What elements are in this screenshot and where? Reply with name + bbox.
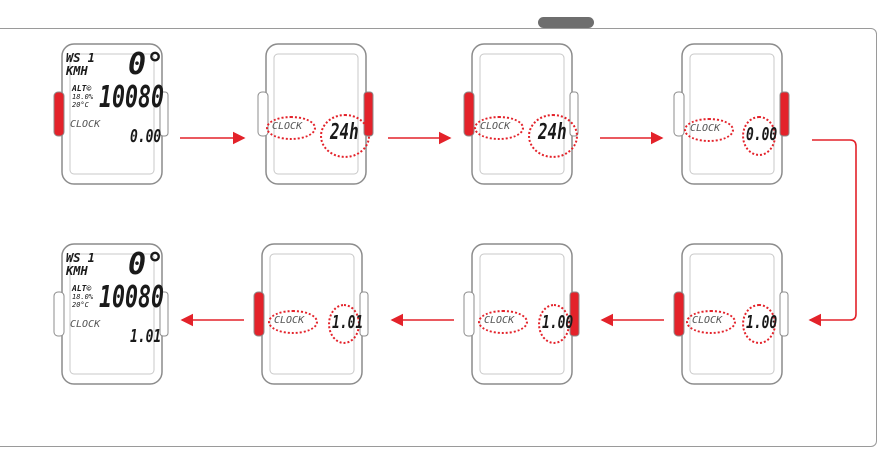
device-screen-4: CLOCK 0.00: [668, 38, 790, 192]
blink-highlight: [328, 304, 360, 344]
clock-hour-value: 0.00: [746, 124, 778, 145]
device-screen-1: WS 1 KMH 0° ALT© 18.0% 20°C 10080 CLOCK …: [48, 38, 170, 192]
left-button: [257, 91, 269, 137]
device-screen-7: CLOCK 1.01: [248, 238, 370, 392]
percent-label: 18.0%: [72, 93, 94, 101]
unit-label: KMH: [66, 64, 88, 78]
ws-label: WS 1: [66, 51, 95, 65]
clock-label: CLOCK: [70, 319, 101, 330]
top-big-value: 0°: [128, 247, 165, 282]
blink-highlight: [742, 116, 776, 156]
main-value: 10080: [99, 280, 165, 315]
device-body: [673, 243, 789, 385]
device-screen-6: CLOCK 1.00: [458, 238, 580, 392]
left-button: [463, 291, 475, 337]
unit-label: KMH: [66, 264, 88, 278]
blink-highlight: [266, 116, 316, 140]
ws-label: WS 1: [66, 251, 95, 265]
clock-label: CLOCK: [484, 315, 515, 326]
clock-label: CLOCK: [690, 123, 721, 134]
right-button: [779, 291, 789, 337]
right-button: [359, 291, 369, 337]
clock-label: CLOCK: [692, 315, 723, 326]
device-body: [257, 43, 374, 185]
top-big-value: 0°: [128, 47, 165, 82]
alt-label: ALT©: [72, 284, 92, 293]
clock-label: CLOCK: [70, 119, 101, 130]
device-screen-3: CLOCK 24h: [458, 38, 580, 192]
blink-highlight: [684, 118, 734, 142]
alt-label: ALT©: [72, 84, 92, 93]
blink-highlight: [742, 304, 776, 344]
clock-minute-value: 1.01: [332, 312, 364, 333]
clock-label: CLOCK: [480, 121, 511, 132]
blink-highlight: [268, 310, 318, 334]
left-button: [53, 291, 65, 337]
temp-label: 20°C: [72, 301, 89, 309]
left-button-red: [53, 91, 65, 137]
device-screen-8: WS 1 KMH 0° ALT© 18.0% 20°C 10080 CLOCK …: [48, 238, 170, 392]
right-button-red: [569, 291, 580, 337]
device-screen-2: CLOCK 24h: [252, 38, 374, 192]
device-body: [53, 243, 169, 385]
blink-highlight: [538, 304, 570, 344]
blink-highlight: [528, 114, 578, 158]
right-button: [159, 291, 169, 337]
blink-highlight: [474, 116, 524, 140]
percent-label: 18.0%: [72, 293, 94, 301]
clock-minute-value: 1.00: [542, 312, 574, 333]
main-value: 10080: [99, 80, 165, 115]
diagram-frame: [0, 28, 877, 447]
left-button: [673, 91, 685, 137]
device-body: [673, 43, 790, 185]
clock-label: CLOCK: [274, 315, 305, 326]
right-button: [159, 91, 169, 137]
left-button-red: [673, 291, 685, 337]
device-body: [53, 43, 169, 185]
clock-format-value: 24h: [538, 120, 567, 145]
clock-label: CLOCK: [272, 121, 303, 132]
blink-highlight: [320, 114, 370, 158]
device-screen-5: CLOCK 1.00: [668, 238, 790, 392]
blink-highlight: [686, 310, 736, 334]
left-button-red: [463, 91, 475, 137]
left-button-red: [253, 291, 265, 337]
clock-hour-value: 1.00: [746, 312, 778, 333]
right-button-red: [779, 91, 790, 137]
clock-value: 1.01: [130, 326, 162, 347]
temp-label: 20°C: [72, 101, 89, 109]
frame-tab: [538, 17, 594, 28]
blink-highlight: [478, 310, 528, 334]
clock-value: 0.00: [130, 126, 162, 147]
clock-format-value: 24h: [330, 120, 359, 145]
